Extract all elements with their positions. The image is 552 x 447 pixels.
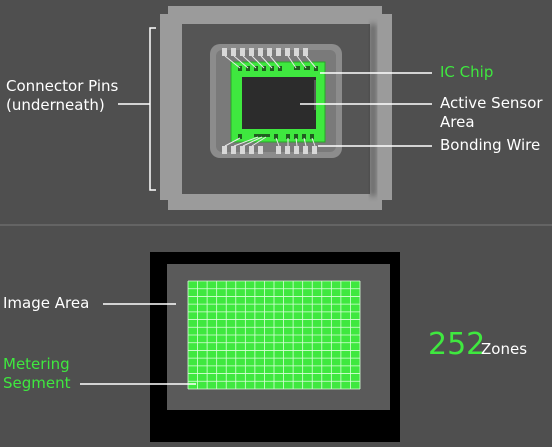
image-area-label: Image Area — [3, 294, 90, 312]
connector-pins-sublabel: (underneath) — [6, 96, 105, 114]
active-sensor-area — [242, 77, 316, 129]
zones-label: Zones — [481, 340, 528, 358]
connector-bracket — [149, 27, 156, 191]
active-sensor-label: Active Sensor — [440, 94, 543, 112]
metering-grid — [187, 280, 361, 390]
chip-pads — [238, 66, 318, 139]
metering-segment-label-line2: Segment — [3, 374, 71, 392]
metering-segment-label: Metering — [3, 355, 70, 373]
bond-pads — [222, 48, 317, 154]
zones-count: 252 — [428, 327, 486, 362]
bonding-wires — [224, 55, 317, 147]
ic-chip-label: IC Chip — [440, 63, 494, 81]
bonding-wire-label: Bonding Wire — [440, 136, 541, 154]
connector-pins-label: Connector Pins — [6, 77, 119, 95]
active-sensor-label-line2: Area — [440, 113, 475, 131]
sensor-package — [160, 6, 392, 210]
